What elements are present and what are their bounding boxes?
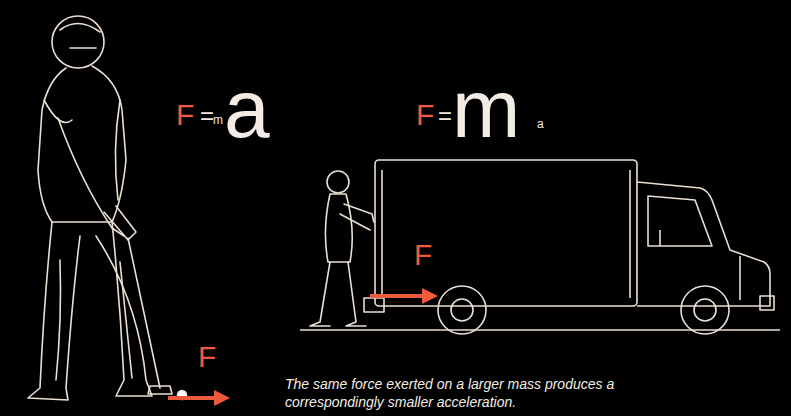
truck-drawing-part xyxy=(760,296,774,310)
truck-drawing-part xyxy=(438,286,486,334)
golfer-figure-part xyxy=(58,118,124,236)
golfer-figure-part xyxy=(56,260,132,380)
pushing-person-part xyxy=(325,194,352,262)
force-arrow-part xyxy=(214,390,230,406)
force-arrow-part xyxy=(370,294,424,298)
force-label: F xyxy=(414,240,432,270)
acceleration-symbol: a xyxy=(537,118,544,130)
caption: The same force exerted on a larger mass … xyxy=(285,376,630,411)
mass-symbol: m xyxy=(213,114,223,126)
force-arrow-part xyxy=(422,288,438,304)
truck-drawing-part xyxy=(375,160,637,306)
pushing-person-part xyxy=(340,204,374,230)
golfer-figure-part xyxy=(52,221,112,223)
pushing-person xyxy=(310,171,374,326)
golfer-figure-part xyxy=(104,206,136,240)
force-symbol: F xyxy=(176,100,194,130)
truck-drawing-part xyxy=(451,299,473,321)
golfer-figure-part xyxy=(148,386,172,394)
pushing-person-part xyxy=(310,262,366,326)
equals-sign: = xyxy=(438,104,452,128)
golfer-figure-part xyxy=(52,16,104,68)
truck-drawing xyxy=(300,160,780,334)
golfer-figure xyxy=(28,16,187,400)
golfer-figure-part xyxy=(128,238,160,388)
golfer-figure-part xyxy=(70,47,96,49)
truck-drawing-part xyxy=(648,196,712,246)
force-symbol: F xyxy=(416,100,434,130)
mass-symbol: m xyxy=(452,68,520,150)
truck-drawing-part xyxy=(681,286,729,334)
truck-drawing-part xyxy=(637,182,770,306)
golfer-figure-part xyxy=(92,66,126,222)
force-arrow-part xyxy=(168,396,216,400)
golfer-figure-part xyxy=(44,100,120,200)
golfer-figure-part xyxy=(38,68,66,222)
truck-drawing-part xyxy=(660,230,740,300)
golfer-figure-part xyxy=(60,23,100,32)
truck-drawing-part xyxy=(382,170,630,298)
pushing-person-part xyxy=(327,171,349,193)
truck-drawing-part xyxy=(694,299,716,321)
acceleration-symbol: a xyxy=(224,68,270,150)
equals-sign: = xyxy=(200,104,214,128)
golfer-figure-part xyxy=(28,222,80,400)
force-label: F xyxy=(198,342,216,372)
truck-drawing-part xyxy=(300,329,780,331)
truck-drawing-part xyxy=(364,298,384,312)
